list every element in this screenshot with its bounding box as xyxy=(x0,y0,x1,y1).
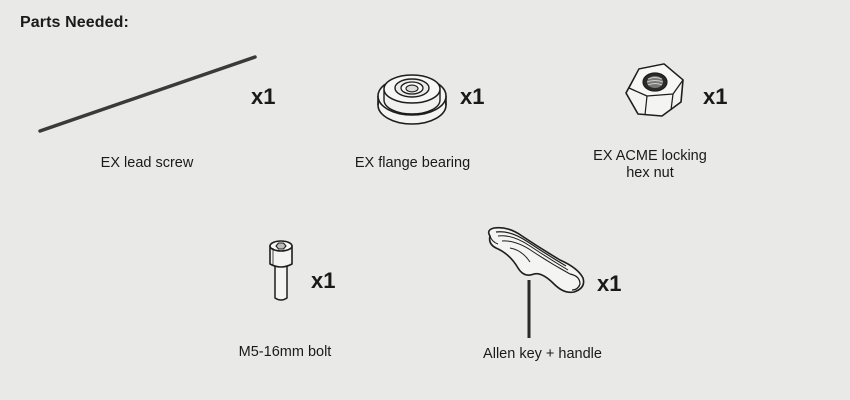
hex-nut-icon xyxy=(625,63,684,117)
allen-key-quantity: x1 xyxy=(597,271,622,296)
hex-nut-quantity: x1 xyxy=(703,84,728,109)
lead-screw-label: EX lead screw xyxy=(100,155,194,171)
page-title: Parts Needed: xyxy=(20,14,129,31)
flange-bearing-icon xyxy=(377,74,447,125)
flange-bearing-quantity: x1 xyxy=(460,84,485,109)
hex-nut-label: EX ACME locking hex nut xyxy=(593,148,707,181)
allen-key-label: Allen key + handle xyxy=(483,346,602,362)
lead-screw-quantity: x1 xyxy=(251,84,276,109)
flange-bearing-label: EX flange bearing xyxy=(354,155,471,171)
bolt-icon xyxy=(269,240,293,301)
bolt-label: M5-16mm bolt xyxy=(238,344,332,360)
bolt-quantity: x1 xyxy=(311,268,336,293)
allen-key-icon xyxy=(487,226,585,338)
